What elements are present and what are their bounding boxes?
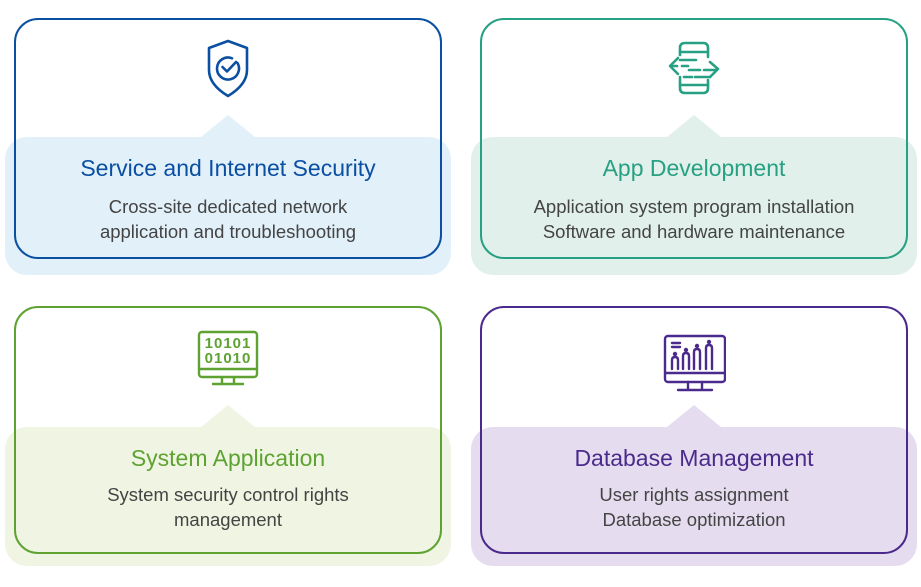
card-description: Application system program installation … (471, 194, 917, 244)
card-panel (471, 137, 917, 275)
card-description-line: Cross-site dedicated network (108, 196, 348, 217)
card-title: App Development (602, 155, 786, 181)
binary-monitor-icon: 10101 01010 (196, 328, 260, 392)
card-title: Service and Internet Security (80, 155, 376, 181)
card-frame (14, 306, 442, 554)
card-pointer (201, 115, 255, 137)
card-description-line: Database optimization (602, 509, 786, 530)
card-description-line: User rights assignment (599, 484, 789, 505)
card-description-line: Application system program installation (533, 196, 855, 217)
card-frame (480, 18, 908, 259)
card-frame (14, 18, 442, 259)
card-description: User rights assignment Database optimiza… (471, 482, 917, 532)
card-description-line: Software and hardware maintenance (542, 221, 846, 242)
binary-row: 10101 (205, 335, 252, 352)
binary-row: 01010 (205, 350, 252, 367)
card-title: System Application (130, 445, 326, 471)
card-description: System security control rights managemen… (5, 482, 451, 532)
card-description-line: System security control rights (107, 484, 349, 505)
card-title: Database Management (574, 445, 814, 471)
card-panel (5, 427, 451, 566)
card-app-development: App Development Application system progr… (471, 18, 917, 275)
card-service-internet-security: Service and Internet Security Cross-site… (5, 18, 451, 275)
mobile-transfer-icon (662, 36, 726, 100)
card-description: Cross-site dedicated network application… (5, 194, 451, 244)
shield-check-icon (196, 36, 260, 100)
card-panel (5, 137, 451, 275)
card-database-management: Database Management User rights assignme… (471, 306, 917, 566)
card-pointer (201, 405, 255, 427)
card-pointer (667, 405, 721, 427)
analytics-monitor-icon (662, 332, 726, 396)
card-description-line: management (174, 509, 282, 530)
card-pointer (667, 115, 721, 137)
card-system-application: 10101 01010 System Application System se… (5, 306, 451, 566)
card-frame (480, 306, 908, 554)
card-description-line: application and troubleshooting (99, 221, 357, 242)
card-panel (471, 427, 917, 566)
